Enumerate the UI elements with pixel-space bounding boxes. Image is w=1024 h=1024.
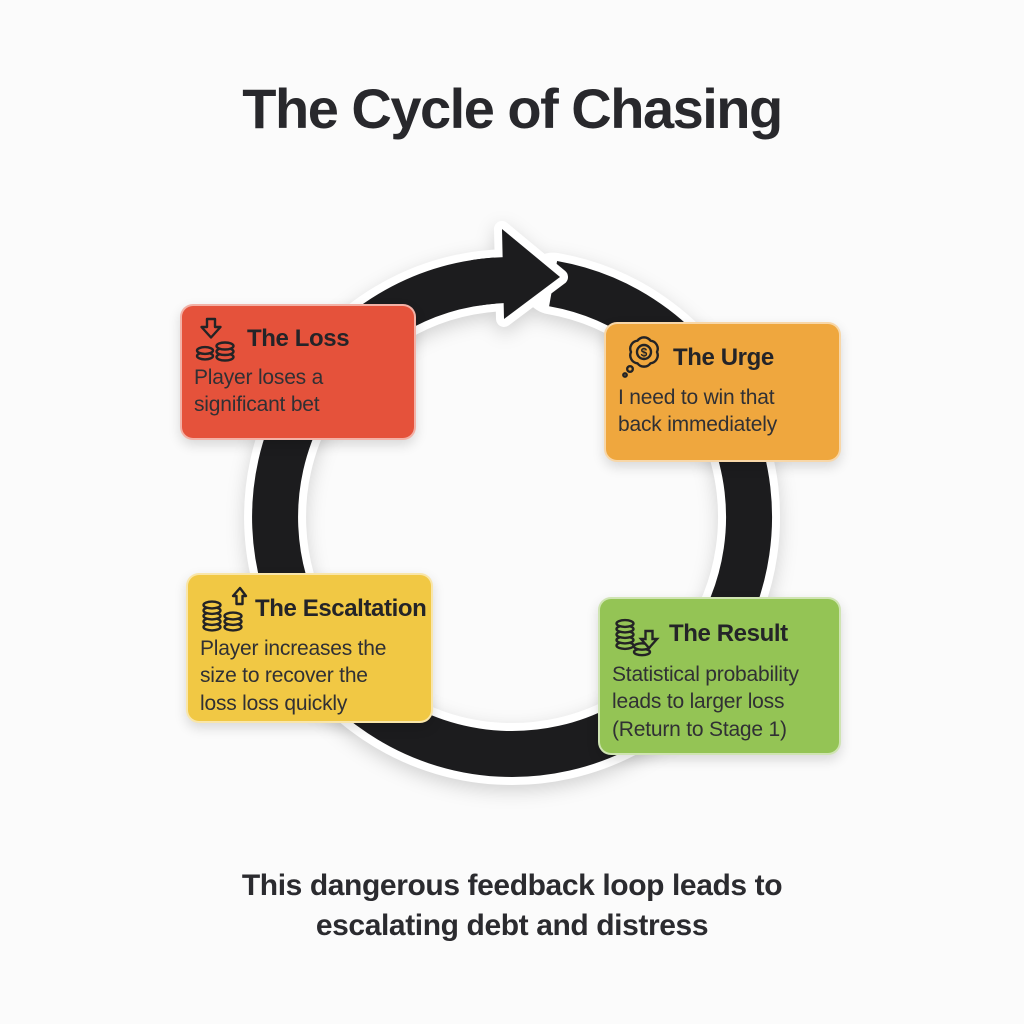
stage-box-urge: $ The Urge I need to win that back immed… (604, 322, 841, 462)
stage-body: Player loses a significant bet (194, 366, 324, 417)
stage-title: The Result (669, 620, 788, 647)
stage-header: The Result (612, 609, 827, 659)
stage-header: The Loss (194, 316, 402, 362)
stage-body: Statistical probability leads to larger … (612, 663, 799, 741)
coins-up-arrow-icon (202, 586, 248, 632)
footer-caption: This dangerous feedback loop leads to es… (241, 869, 783, 942)
svg-text:$: $ (641, 345, 648, 359)
stage-title: The Escaltation (255, 595, 427, 622)
stage-body: Player increases the size to recover the… (200, 637, 387, 715)
stage-box-loss: The Loss Player loses a significant bet (180, 304, 416, 440)
ring-arrowhead-junction (471, 256, 513, 306)
stage-title: The Loss (247, 325, 350, 352)
coins-down-arrow-icon (615, 618, 660, 657)
stage-title: The Urge (673, 344, 774, 371)
stage-box-result: The Result Statistical probability leads… (598, 597, 841, 755)
coins-loss-down-arrow-icon (195, 317, 235, 362)
stage-header: $ The Urge (618, 334, 827, 382)
thought-bubble-dollar-icon: $ (622, 336, 659, 378)
stage-box-escalation: The Escaltation Player increases the siz… (186, 573, 433, 723)
stage-header: The Escaltation (200, 585, 427, 633)
stage-body: I need to win that back immediately (618, 386, 778, 437)
page-title: The Cycle of Chasing (242, 77, 783, 140)
